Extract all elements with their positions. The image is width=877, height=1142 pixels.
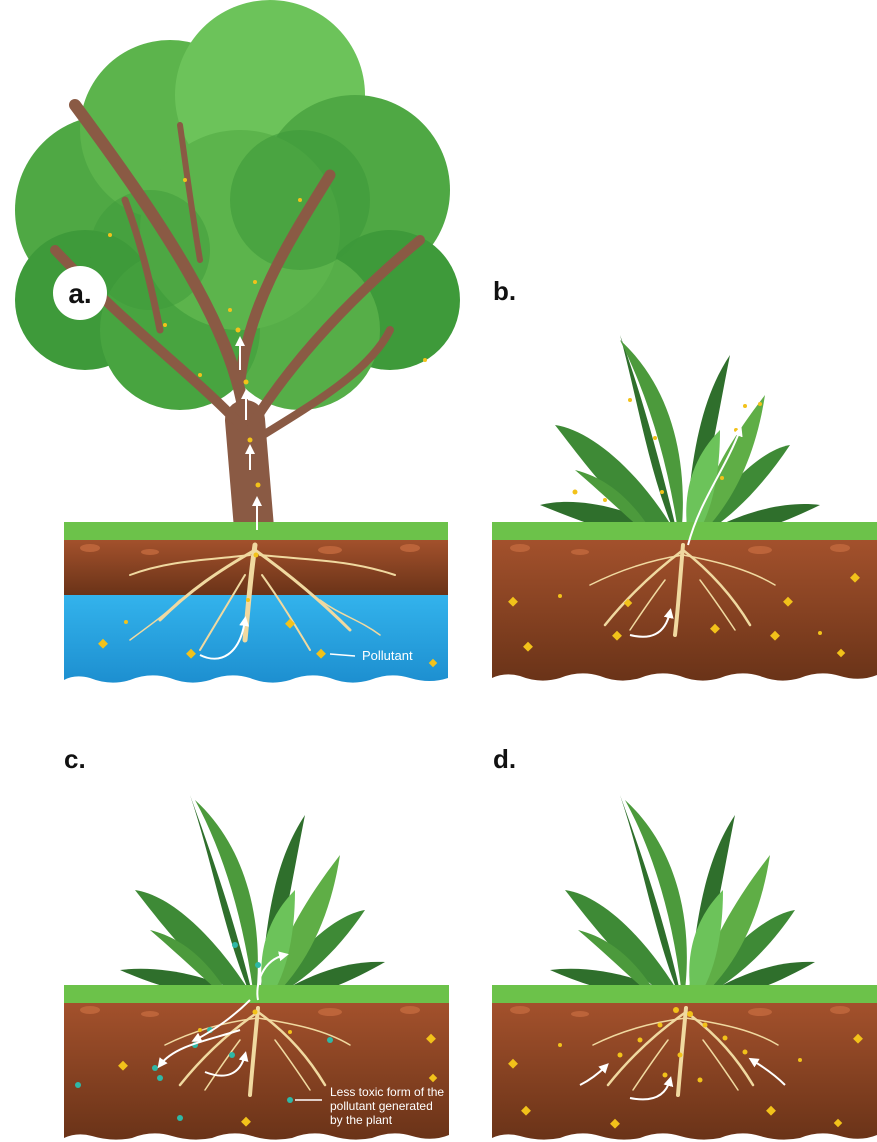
tree-canopy xyxy=(15,0,460,410)
plant-leaves-d xyxy=(550,795,815,1008)
panel-b: b. xyxy=(492,276,877,681)
panel-a-label: a. xyxy=(68,278,91,309)
panel-a: a. xyxy=(15,0,460,683)
plant-leaves-c xyxy=(120,795,385,1008)
groundwater-layer xyxy=(64,595,448,683)
panel-c: c. xyxy=(64,744,449,1140)
grass-strip-b xyxy=(492,522,877,540)
panel-c-label: c. xyxy=(64,744,86,774)
less-toxic-annotation-line3: by the plant xyxy=(330,1113,393,1127)
grass-strip-d xyxy=(492,985,877,1003)
less-toxic-annotation-line2: pollutant generated xyxy=(330,1099,433,1113)
panel-d: d. xyxy=(492,744,877,1140)
plant-leaves-b xyxy=(540,335,820,548)
pollutant-annotation: Pollutant xyxy=(362,648,413,663)
soil-layer-b xyxy=(492,540,877,681)
panel-b-label: b. xyxy=(493,276,516,306)
panel-d-label: d. xyxy=(493,744,516,774)
less-toxic-annotation-line1: Less toxic form of the xyxy=(330,1085,444,1099)
